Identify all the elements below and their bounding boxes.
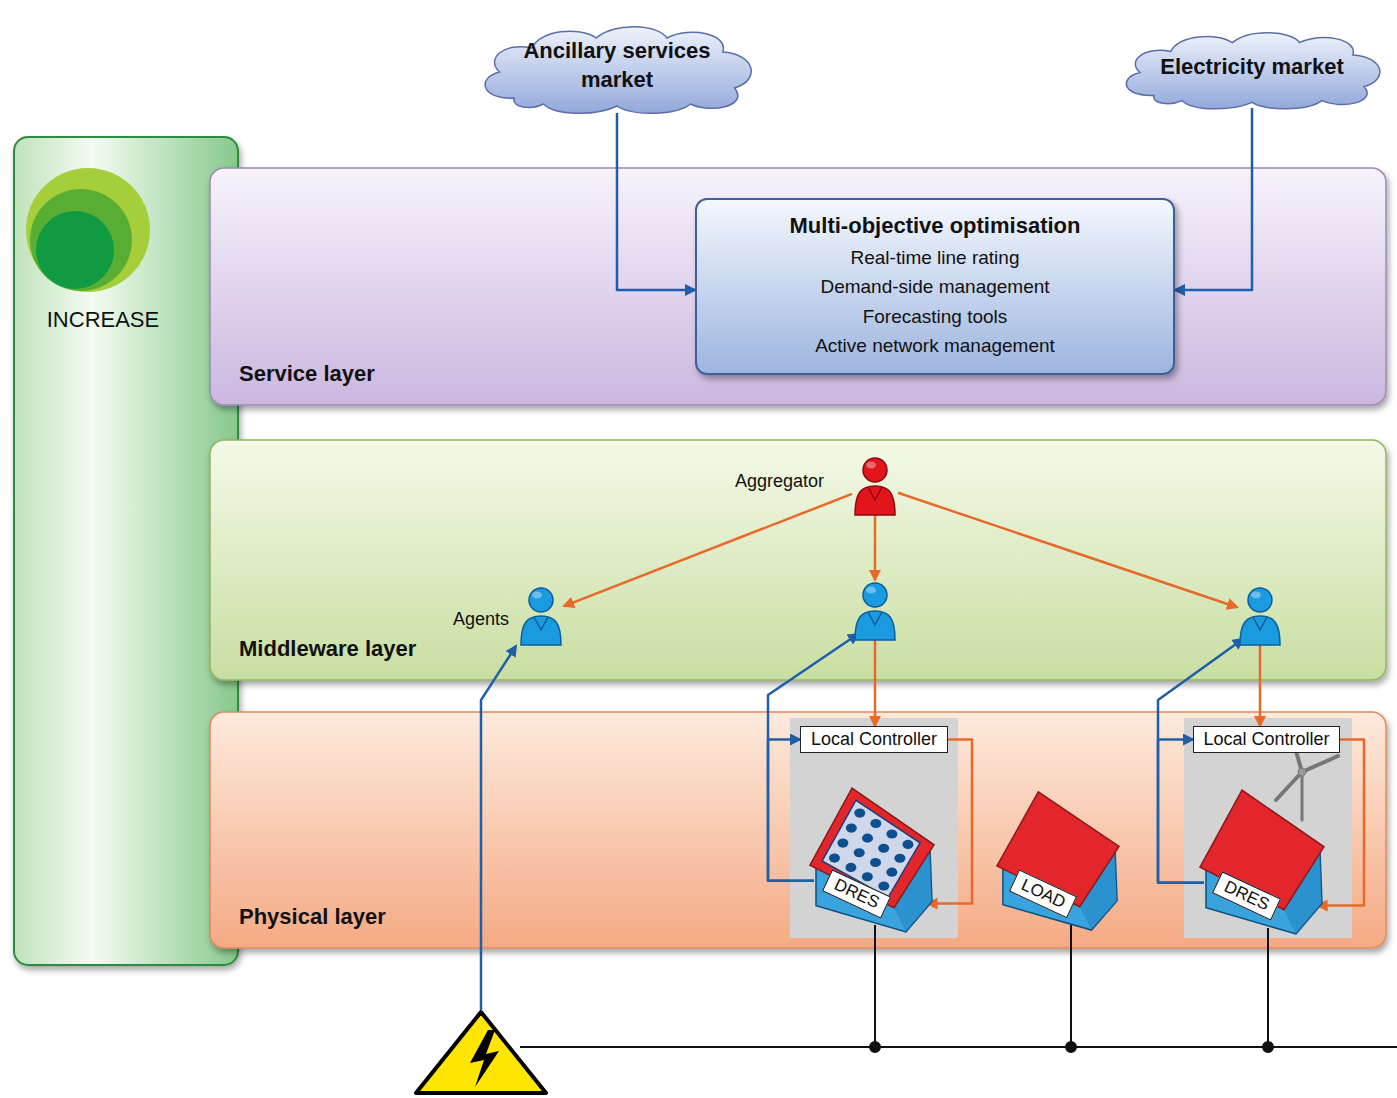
person-text: Agents xyxy=(453,609,509,630)
agent-icon-shape xyxy=(852,580,898,640)
person-highlight xyxy=(866,587,876,594)
connector-arrow xyxy=(898,493,1237,607)
controller-box: Local Controller xyxy=(800,726,948,753)
aggregator-icon-shape xyxy=(852,455,898,515)
person-collar xyxy=(868,612,882,625)
head-text: Multi-objective optimisation xyxy=(790,213,1081,239)
person-body xyxy=(1240,616,1280,645)
connector-arrow xyxy=(928,740,972,904)
lc-text: Local Controller xyxy=(1203,729,1329,750)
lightning-bolt xyxy=(470,1030,499,1087)
connector-arrow xyxy=(1259,645,1262,726)
project-panel: INCREASE xyxy=(14,137,238,965)
solar-cell xyxy=(854,848,865,857)
person-text: Aggregator xyxy=(735,471,824,492)
house-load: LOAD xyxy=(995,786,1123,932)
logo-middle xyxy=(30,189,132,291)
inc-text: INCREASE xyxy=(14,307,192,333)
connector-arrow xyxy=(768,740,814,881)
connector-arrow xyxy=(1318,740,1364,906)
solar-cell xyxy=(829,854,840,863)
connector-arrow xyxy=(768,634,858,881)
logo-inner xyxy=(36,211,114,289)
layer-band: Multi-objective optimisationReal-time li… xyxy=(210,168,1386,405)
connector-arrow xyxy=(617,113,695,290)
agent-icon: Agents xyxy=(518,585,564,645)
cloud-shape xyxy=(485,27,751,114)
cloud-shape xyxy=(1126,33,1379,109)
cloud-text: Electricity market xyxy=(1160,53,1343,82)
person-collar xyxy=(534,617,548,630)
logo-outer xyxy=(26,168,150,292)
agent-icon xyxy=(1237,585,1283,645)
middleware-band xyxy=(210,440,1386,680)
layer-text: Service layer xyxy=(239,361,375,387)
solar-cell xyxy=(878,881,889,890)
agent-icon xyxy=(852,580,898,640)
solar-cell xyxy=(878,844,889,853)
solar-cell xyxy=(862,834,873,843)
service-band xyxy=(210,168,1386,405)
physical-band xyxy=(210,712,1386,948)
wind-turbine xyxy=(1276,744,1338,820)
item-text: Demand-side management xyxy=(820,272,1049,301)
solar-cell xyxy=(870,858,881,867)
market-cloud: Ancillary services market xyxy=(470,18,764,118)
layer-band: AggregatorAgentsMiddleware layer xyxy=(210,440,1386,680)
person-body xyxy=(521,616,561,645)
person-highlight xyxy=(866,462,876,469)
layer-text: Middleware layer xyxy=(239,636,416,662)
item-text: Active network management xyxy=(815,331,1055,360)
grid-wires xyxy=(520,925,1397,1052)
project-panel xyxy=(14,137,238,965)
layer-text: Physical layer xyxy=(239,904,386,930)
high-voltage-sign xyxy=(416,1012,546,1093)
connector-arrow xyxy=(874,640,877,726)
agent-icon-shape xyxy=(1237,585,1283,645)
cloud-text: Ancillary services market xyxy=(497,37,737,94)
solar-cell xyxy=(846,824,857,833)
solar-cell xyxy=(886,829,897,838)
process-box: Multi-objective optimisationReal-time li… xyxy=(695,198,1175,375)
aggregator-icon: Aggregator xyxy=(852,455,898,515)
connector-arrow xyxy=(874,515,877,580)
item-text: Real-time line rating xyxy=(851,243,1020,272)
agent-icon-shape xyxy=(518,585,564,645)
connector-arrow xyxy=(1158,740,1204,883)
layer-band: Local ControllerDRES LOAD Local Controller… xyxy=(210,712,1386,948)
solar-cell xyxy=(886,868,897,877)
person-head xyxy=(1248,588,1272,612)
lc-text: Local Controller xyxy=(811,729,937,750)
solar-cell xyxy=(870,819,881,828)
person-body xyxy=(855,611,895,640)
person-collar xyxy=(1253,617,1267,630)
solar-cell xyxy=(837,839,848,848)
person-head xyxy=(863,458,887,482)
solar-cell xyxy=(845,863,856,872)
person-collar xyxy=(868,487,882,500)
market-cloud: Electricity market xyxy=(1112,25,1392,113)
person-head xyxy=(529,588,553,612)
person-head xyxy=(863,583,887,607)
house-dres: DRES xyxy=(808,782,938,934)
connector-arrow xyxy=(1175,108,1252,290)
solar-cell xyxy=(862,872,873,881)
person-highlight xyxy=(1251,592,1261,599)
house-dres: DRES xyxy=(1198,784,1328,936)
connector-arrow xyxy=(564,494,852,606)
unit-backdrop xyxy=(790,718,958,938)
controller-box: Local Controller xyxy=(1193,726,1340,753)
person-body xyxy=(855,486,895,515)
grid-signal-line xyxy=(481,646,516,1010)
solar-cell xyxy=(854,809,865,818)
item-text: Forecasting tools xyxy=(863,302,1008,331)
solar-cell xyxy=(894,854,905,863)
solar-cell xyxy=(902,840,913,849)
person-highlight xyxy=(532,592,542,599)
